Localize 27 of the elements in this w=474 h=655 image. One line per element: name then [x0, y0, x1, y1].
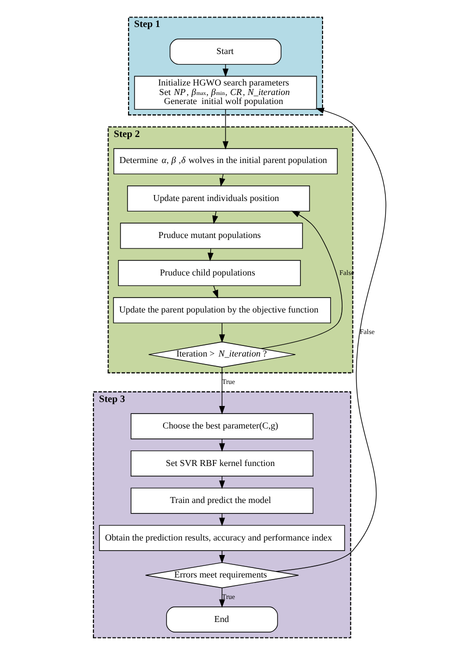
arrow: [212, 210, 218, 224]
node-box: Set SVR RBF kernel function: [130, 450, 314, 476]
arrow: [219, 588, 225, 608]
node-box: Train and predict the model: [130, 488, 314, 514]
node-box: Update parent individuals position: [127, 186, 310, 212]
arrow: [208, 248, 214, 262]
arrow: [222, 109, 228, 150]
arrow: [276, 108, 386, 572]
arrow: [222, 64, 228, 78]
node-box: Pruduce child populations: [118, 260, 301, 286]
arrow: [219, 322, 225, 343]
node-box: Update the parent population by the objective function: [113, 297, 331, 324]
arrow: [219, 367, 225, 414]
arrow: [219, 550, 225, 564]
node-box: Start: [170, 38, 282, 65]
arrow: [219, 174, 226, 187]
node-box: Obtain the prediction results, accuracy and performance index: [99, 524, 346, 551]
node-diamond: Errors meet requirements: [145, 562, 299, 588]
arrow: [219, 476, 225, 489]
arrow: [219, 438, 225, 452]
node-diamond: Iteration > N_iteration?: [148, 342, 296, 368]
node-box: Choose the best parameter(C,g): [130, 413, 314, 440]
arrow: [219, 513, 225, 526]
node-box: End: [166, 606, 278, 632]
arrow: [260, 210, 342, 349]
node-box: Pruduce mutant populations: [120, 222, 303, 249]
node-box: Determine α, β ,δ wolves in the initial parent population: [113, 148, 338, 174]
